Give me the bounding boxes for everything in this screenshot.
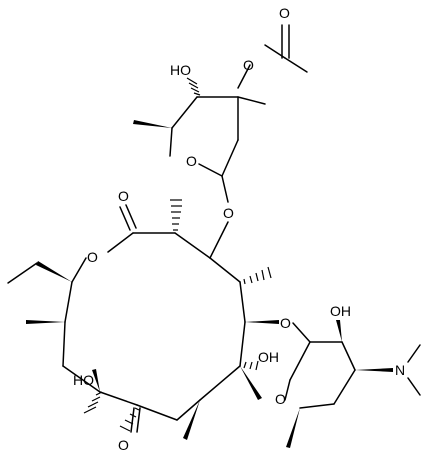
ho-macrocycle-label: HO (73, 372, 94, 388)
o-acetyl-carbonyl-label: O (279, 5, 290, 21)
n-dimethylamino-label: N (395, 362, 405, 378)
o-ester-label: O (243, 57, 254, 73)
o-ring-right-sugar-label: O (275, 391, 286, 407)
o-ketone-label: O (118, 437, 129, 453)
oh-right-sugar-label: OH (330, 303, 351, 319)
o-lactone-carbonyl-label: O (118, 188, 129, 204)
o-glycosidic-right-label: O (280, 315, 291, 331)
acetyl-group (237, 24, 308, 89)
right-sugar-ring (284, 320, 421, 448)
top-sugar-ring (133, 77, 266, 203)
ho-top-sugar-label: HO (170, 62, 191, 78)
o-glycosidic-top-label: O (223, 205, 234, 221)
o-ring-top-sugar-label: O (186, 153, 197, 169)
o-lactone-ring-label: O (87, 249, 98, 265)
oh-macrocycle-label: OH (258, 349, 279, 365)
macrolactone-ring (7, 199, 279, 440)
